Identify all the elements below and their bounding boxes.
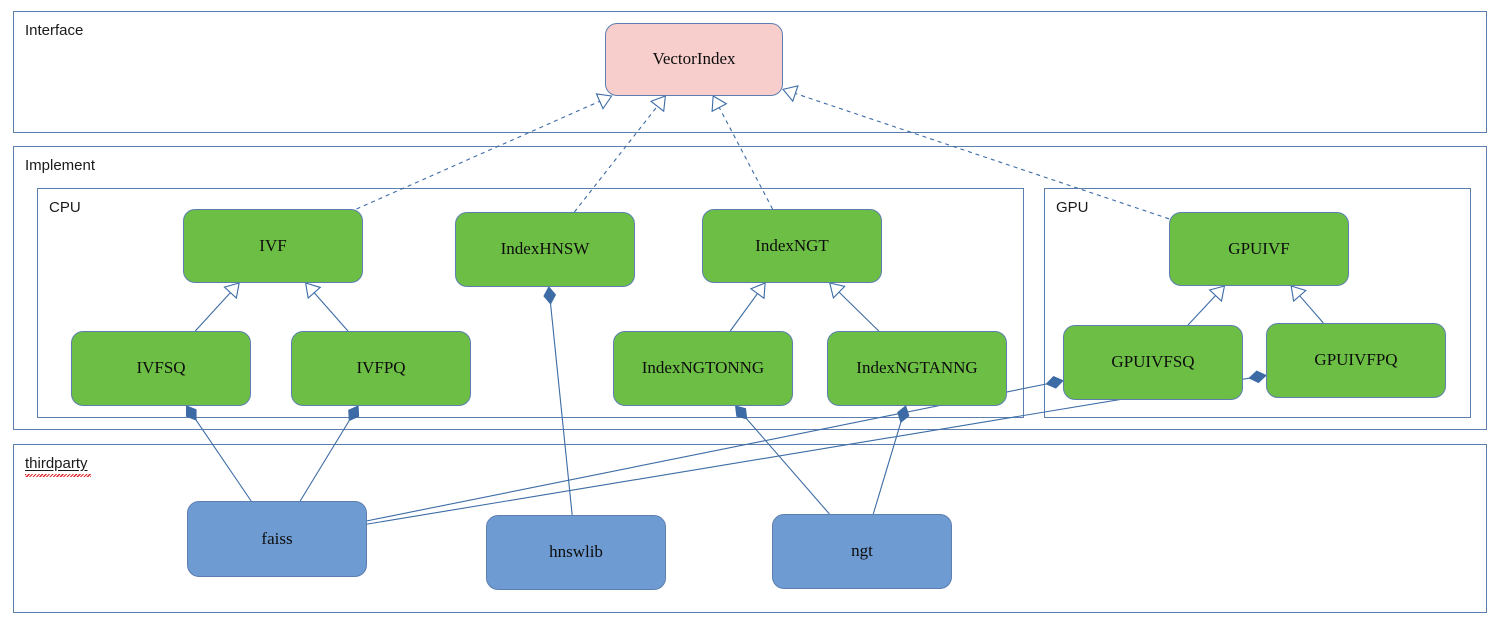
frame-label-gpu: GPU (1056, 199, 1089, 216)
frame-gpu (1044, 188, 1471, 418)
node-gpuivfpq[interactable]: GPUIVFPQ (1266, 323, 1446, 398)
node-faiss[interactable]: faiss (187, 501, 367, 577)
node-hnswlib[interactable]: hnswlib (486, 515, 666, 590)
frame-label-cpu: CPU (49, 199, 81, 216)
node-ngt[interactable]: ngt (772, 514, 952, 589)
node-ivfsq[interactable]: IVFSQ (71, 331, 251, 406)
node-indexhnsw[interactable]: IndexHNSW (455, 212, 635, 287)
node-ivfpq[interactable]: IVFPQ (291, 331, 471, 406)
node-ivf[interactable]: IVF (183, 209, 363, 283)
frame-label-interface: Interface (25, 22, 84, 39)
node-gpuivf[interactable]: GPUIVF (1169, 212, 1349, 286)
node-indexngtonng[interactable]: IndexNGTONNG (613, 331, 793, 406)
frame-label-implement: Implement (25, 157, 96, 174)
frame-label-thirdparty: thirdparty (25, 455, 88, 472)
node-gpuivfsq[interactable]: GPUIVFSQ (1063, 325, 1243, 400)
node-indexngtanng[interactable]: IndexNGTANNG (827, 331, 1007, 406)
node-indexngt[interactable]: IndexNGT (702, 209, 882, 283)
node-vectorindex[interactable]: VectorIndex (605, 23, 783, 96)
